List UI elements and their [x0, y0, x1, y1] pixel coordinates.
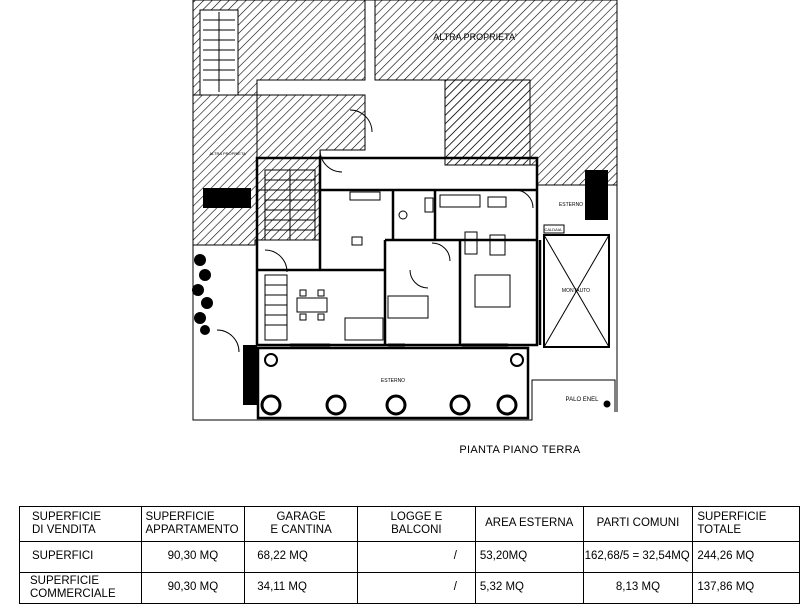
table-cell: 5,32 MQ — [474, 572, 584, 604]
table-cell: 68,22 MQ — [244, 541, 358, 573]
terrace — [256, 346, 611, 420]
table-cell: / — [356, 572, 476, 604]
table-cell: SUPERFICI — [19, 541, 142, 573]
plan-caption: PIANTA PIANO TERRA — [459, 444, 581, 456]
stairwell — [264, 169, 316, 341]
table-cell: 90,30 MQ — [140, 541, 246, 573]
other-property-label: ALTRA PROPRIETA' — [433, 32, 517, 42]
door-swings — [216, 109, 534, 353]
table-cell: 90,30 MQ — [140, 572, 246, 604]
floor-plan: ALTRA PROPRIETA' ALTRA PROPRIETA' ESTERN… — [192, 0, 618, 421]
enel-pole-label: PALO ENEL — [566, 397, 600, 403]
car-lift — [543, 224, 610, 348]
other-property-side-label: ALTRA PROPRIETA' — [209, 151, 246, 156]
hedge — [192, 254, 257, 405]
apartment-walls — [255, 156, 542, 347]
exterior-bottom-label: ESTERNO — [381, 378, 405, 384]
table-cell: 8,13 MQ — [582, 572, 694, 604]
car-lift-label: MONTAUTO — [562, 288, 590, 294]
header-cell: AREA ESTERNA — [474, 506, 584, 542]
table-cell: / — [356, 541, 476, 573]
table-row: SUPERFICI 90,30 MQ 68,22 MQ / 53,20MQ 16… — [19, 541, 800, 573]
table-cell: 137,86 MQ — [692, 572, 800, 604]
table-cell: 53,20MQ — [474, 541, 584, 573]
furniture — [296, 189, 511, 341]
caldaia-label: CALDAIA — [544, 227, 561, 232]
table-cell: 34,11 MQ — [244, 572, 358, 604]
exterior-top-label: ESTERNO — [559, 202, 583, 208]
table-cell: 162,68/5 = 32,54MQ — [582, 541, 694, 573]
header-cell: PARTI COMUNI — [582, 506, 694, 542]
property-outline — [192, 0, 618, 421]
table-cell: 244,26 MQ — [692, 541, 800, 573]
